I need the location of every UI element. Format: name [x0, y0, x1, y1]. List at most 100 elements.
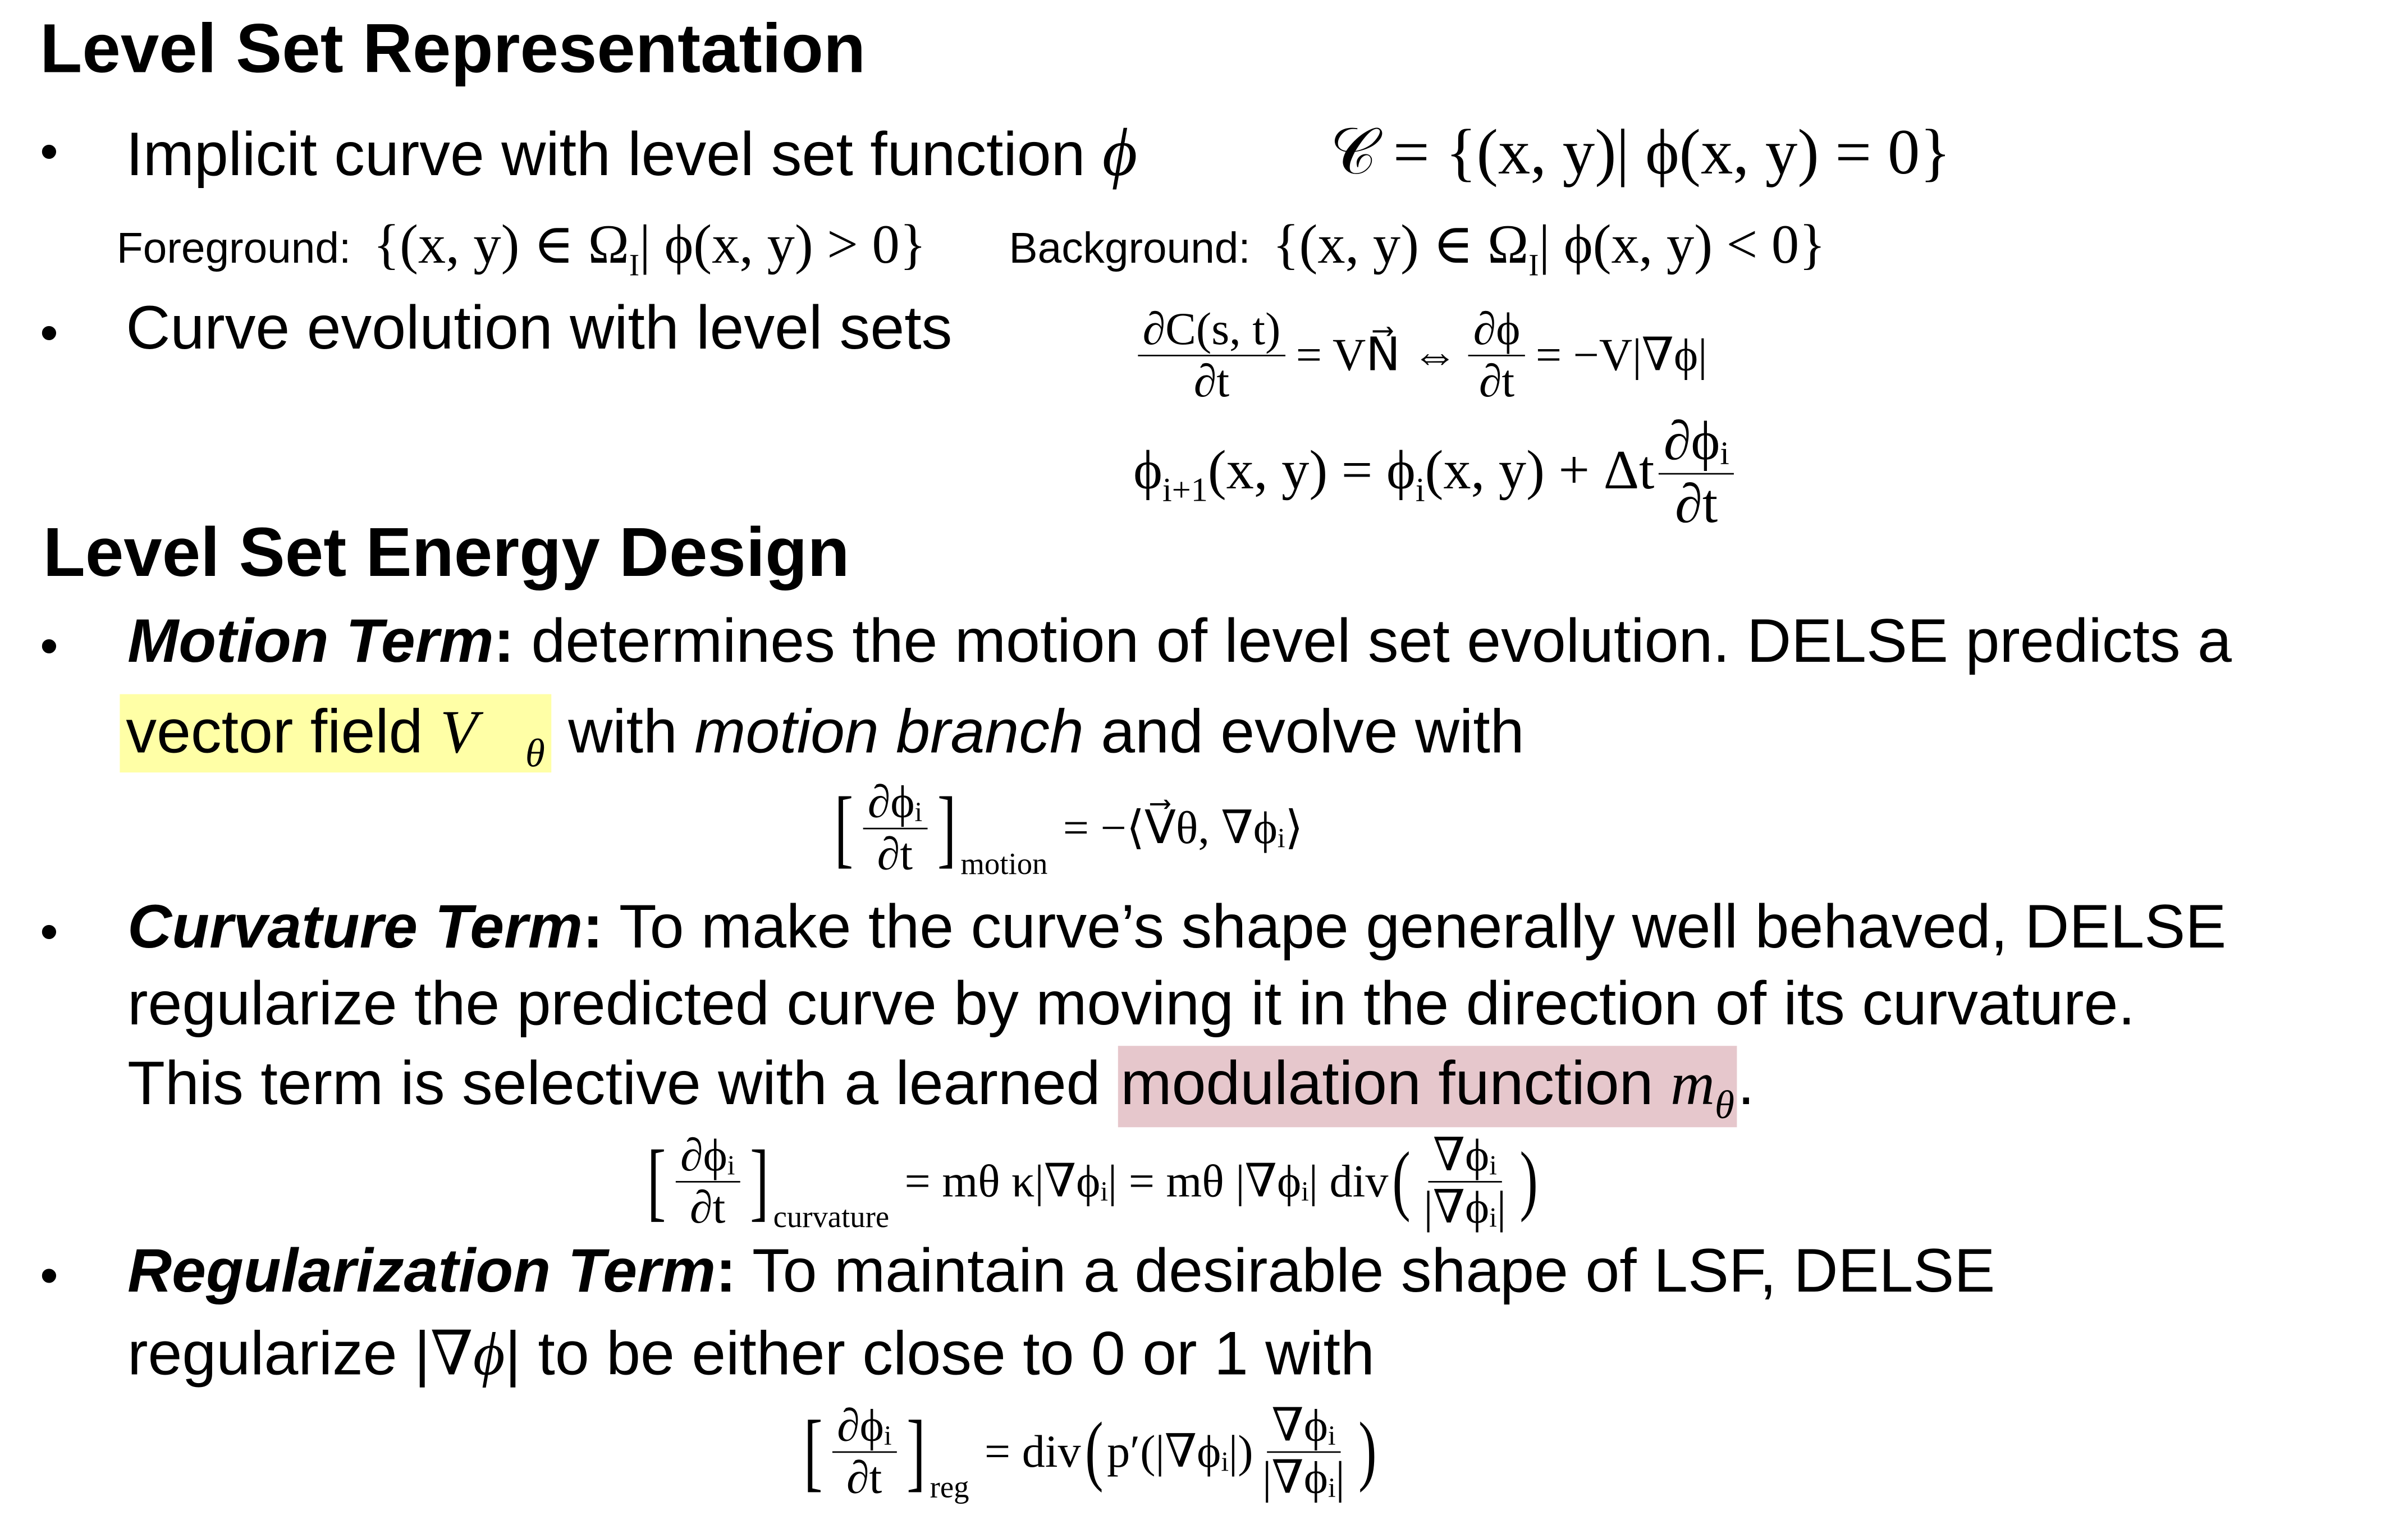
fraction: ∂ϕᵢ∂t: [1659, 411, 1734, 534]
regularization-text1: To maintain a desirable shape of LSF, DE…: [736, 1238, 1995, 1306]
right-bracket: ]: [905, 1403, 925, 1501]
curvature-line1: Curvature Term: To make the curve’s shap…: [127, 894, 2226, 963]
background-definition: Background: {(x, y) ∈ ΩI| ϕ(x, y) < 0}: [1009, 212, 1826, 285]
bracket-group: [∂ϕᵢ∂t]curvature: [642, 1130, 889, 1235]
fraction: ∇ϕᵢ|∇ϕᵢ|: [1258, 1400, 1349, 1503]
right-bracket: ]: [749, 1133, 768, 1230]
foreground-sub: I: [629, 249, 640, 283]
grad-phi-symbol: ∇ϕ: [430, 1319, 505, 1389]
fraction-numerator: ∇ϕᵢ: [1428, 1130, 1501, 1183]
fraction: ∂ϕᵢ∂t: [675, 1130, 740, 1234]
left-bracket: [: [803, 1403, 823, 1501]
bullet-dot: •: [40, 1247, 58, 1306]
fraction-numerator: ∇ϕᵢ: [1267, 1400, 1340, 1453]
motion-equation: [∂ϕᵢ∂t]motion = −⟨V⃗θ, ∇ϕᵢ⟩: [829, 777, 1303, 882]
equation-rhs: = −⟨V⃗θ, ∇ϕᵢ⟩: [1063, 803, 1303, 854]
equation-rhs: = −V|∇ϕ|: [1535, 330, 1707, 381]
equation-middle: = VN⃗ ⇔: [1295, 330, 1458, 381]
vector-symbol: V⃗: [440, 697, 525, 767]
colon: :: [583, 894, 603, 962]
bullet-dot: •: [40, 903, 58, 962]
regularization-line1: Regularization Term: To maintain a desir…: [127, 1238, 1995, 1307]
highlight-vector-field: vector field V⃗θ: [120, 694, 551, 776]
foreground-definition: Foreground: {(x, y) ∈ ΩI| ϕ(x, y) > 0}: [117, 212, 926, 285]
fraction-numerator: ∂ϕᵢ: [863, 777, 927, 830]
curve-definition: 𝒞 = {(x, y)| ϕ(x, y) = 0}: [1330, 118, 1951, 189]
fraction-denominator: ∂t: [1675, 472, 1718, 534]
equation-subscript: motion: [960, 848, 1048, 882]
fraction-denominator: |∇ϕᵢ|: [1423, 1182, 1507, 1234]
fraction-denominator: ∂t: [1478, 356, 1515, 408]
background-expr-rest: | ϕ(x, y) < 0}: [1539, 213, 1826, 275]
evolution-equation: ∂C(s, t)∂t = VN⃗ ⇔ ∂ϕ∂t = −V|∇ϕ|: [1133, 304, 1707, 407]
highlight-text: vector field: [126, 698, 440, 767]
section-heading: Level Set Representation: [40, 9, 866, 88]
background-expr-main: {(x, y) ∈ Ω: [1272, 213, 1529, 275]
left-bracket: [: [647, 1133, 666, 1230]
curvature-term-label: Curvature Term: [127, 894, 583, 962]
fraction: ∇ϕᵢ|∇ϕᵢ|: [1419, 1130, 1510, 1233]
equation-inner: p′(|∇ϕᵢ|): [1107, 1426, 1253, 1478]
fraction-denominator: ∂t: [689, 1182, 726, 1234]
equation-subscript: reg: [930, 1471, 969, 1505]
bullet-dot: •: [40, 122, 58, 181]
colon: :: [716, 1238, 736, 1306]
left-paren: (: [1392, 1138, 1411, 1224]
bracket-group: [∂ϕᵢ∂t]motion: [829, 777, 1048, 882]
m-symbol: m: [1670, 1049, 1715, 1118]
background-sub: I: [1528, 249, 1539, 283]
fraction-denominator: ∂t: [846, 1453, 882, 1504]
highlight-text: modulation function: [1120, 1050, 1670, 1118]
curvature-line2: regularize the predicted curve by moving…: [127, 971, 2135, 1038]
fraction-denominator: ∂t: [877, 829, 913, 880]
motion-term-label: Motion Term: [127, 608, 494, 676]
right-paren: ): [1358, 1408, 1376, 1495]
bullet-text-content: Implicit curve with level set function: [126, 121, 1086, 189]
highlight-modulation: modulation function mθ: [1117, 1046, 1738, 1128]
equation-middle: = mθ κ|∇ϕᵢ| = mθ |∇ϕᵢ| div: [904, 1156, 1389, 1207]
fraction-denominator: ∂t: [1193, 356, 1230, 408]
section-heading: Level Set Energy Design: [43, 512, 850, 592]
fraction: ∂C(s, t)∂t: [1138, 304, 1285, 407]
fraction-numerator: ∂ϕᵢ: [675, 1130, 740, 1183]
fraction: ∂ϕᵢ∂t: [832, 1400, 896, 1504]
period: .: [1737, 1050, 1755, 1118]
regularization-text2b: | to be either close to 0 or 1 with: [505, 1320, 1375, 1389]
regularization-equation: [∂ϕᵢ∂t]reg = div ( p′(|∇ϕᵢ|) ∇ϕᵢ|∇ϕᵢ| ): [799, 1400, 1380, 1505]
right-paren: ): [1519, 1138, 1538, 1224]
foreground-expr-main: {(x, y) ∈ Ω: [373, 213, 629, 275]
foreground-expr: {(x, y) ∈ ΩI| ϕ(x, y) > 0}: [373, 213, 926, 283]
phi-symbol: ϕ: [1102, 115, 1138, 191]
fraction-numerator: ∂ϕᵢ: [832, 1400, 896, 1453]
update-equation: ϕi+1(x, y) = ϕi(x, y) + Δt ∂ϕᵢ∂t: [1133, 411, 1738, 534]
foreground-label: Foreground:: [116, 224, 351, 272]
background-expr: {(x, y) ∈ ΩI| ϕ(x, y) < 0}: [1272, 213, 1826, 283]
curvature-line3: This term is selective with a learned mo…: [127, 1046, 1755, 1129]
left-bracket: [: [834, 780, 854, 877]
fraction-numerator: ∂C(s, t): [1138, 304, 1285, 356]
bracket-group: [∂ϕᵢ∂t]reg: [799, 1400, 969, 1505]
motion-text2a: with: [551, 698, 695, 767]
theta-subscript: θ: [1715, 1082, 1734, 1128]
theta-subscript: θ: [525, 731, 545, 776]
regularization-text2a: regularize |: [127, 1320, 431, 1389]
motion-text2b: and evolve with: [1083, 698, 1525, 767]
motion-text1: determines the motion of level set evolu…: [514, 608, 2232, 676]
regularization-line2: regularize |∇ϕ| to be either close to 0 …: [127, 1317, 1375, 1390]
foreground-expr-rest: | ϕ(x, y) > 0}: [639, 213, 926, 275]
bullet-dot: •: [40, 304, 58, 363]
fraction-numerator: ∂ϕ: [1468, 304, 1525, 356]
fraction: ∂ϕ∂t: [1468, 304, 1525, 407]
motion-line2: vector field V⃗θ with motion branch and …: [120, 694, 1525, 777]
curvature-equation: [∂ϕᵢ∂t]curvature = mθ κ|∇ϕᵢ| = mθ |∇ϕᵢ| …: [642, 1130, 1541, 1235]
fraction-denominator: |∇ϕᵢ|: [1262, 1453, 1345, 1504]
fraction: ∂ϕᵢ∂t: [863, 777, 927, 880]
regularization-term-label: Regularization Term: [127, 1238, 716, 1306]
background-label: Background:: [1009, 224, 1251, 272]
bullet-text: Curve evolution with level sets: [126, 295, 953, 363]
fraction-numerator: ∂ϕᵢ: [1659, 411, 1734, 474]
equation-middle: = div: [984, 1426, 1081, 1477]
left-paren: (: [1084, 1408, 1104, 1495]
right-bracket: ]: [936, 780, 956, 877]
